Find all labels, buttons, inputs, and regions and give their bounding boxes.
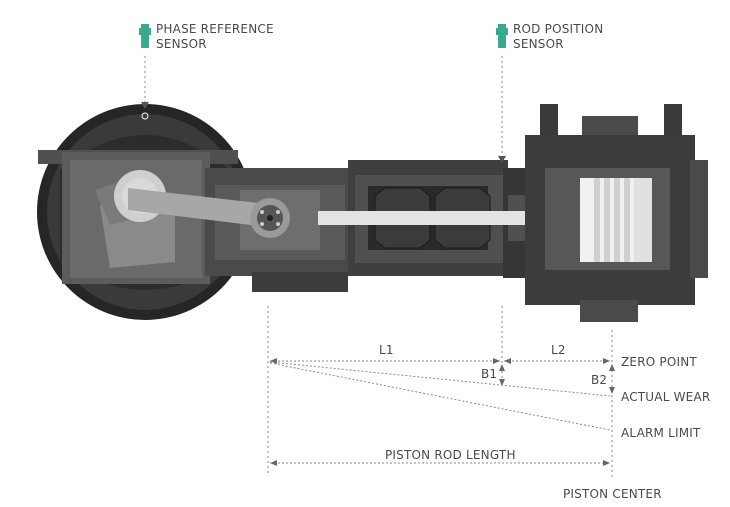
phase-sensor-mark: [141, 112, 149, 120]
dimension-b1-label: B1: [481, 367, 498, 381]
cylinder: [525, 104, 708, 322]
phase-sensor-arrow: [141, 102, 149, 109]
rod-sensor-arrow: [498, 156, 506, 163]
zero-point-label: ZERO POINT: [621, 355, 697, 369]
piston-center-label: PISTON CENTER: [563, 487, 662, 501]
alarm-limit-label: ALARM LIMIT: [621, 426, 701, 440]
dimension-b2-label: B2: [591, 373, 608, 387]
piston-rod-length-label: PISTON ROD LENGTH: [385, 448, 516, 462]
rod-position-sensor-label-line2: SENSOR: [513, 37, 564, 51]
piston-rod: [318, 211, 586, 225]
dimension-arrows: [270, 358, 615, 466]
phase-reference-sensor-icon: [139, 24, 151, 48]
dimension-l2-label: L2: [551, 343, 566, 357]
dimension-l1-label: L1: [379, 343, 394, 357]
rod-position-sensor-label-line1: ROD POSITION: [513, 22, 604, 36]
rod-position-sensor-icon: [496, 24, 508, 48]
measurement-lines: [267, 306, 613, 478]
actual-wear-label: ACTUAL WEAR: [621, 390, 711, 404]
phase-reference-sensor-label-line1: PHASE REFERENCE: [156, 22, 274, 36]
crankcase: [37, 104, 253, 320]
phase-reference-sensor-label-line2: SENSOR: [156, 37, 207, 51]
